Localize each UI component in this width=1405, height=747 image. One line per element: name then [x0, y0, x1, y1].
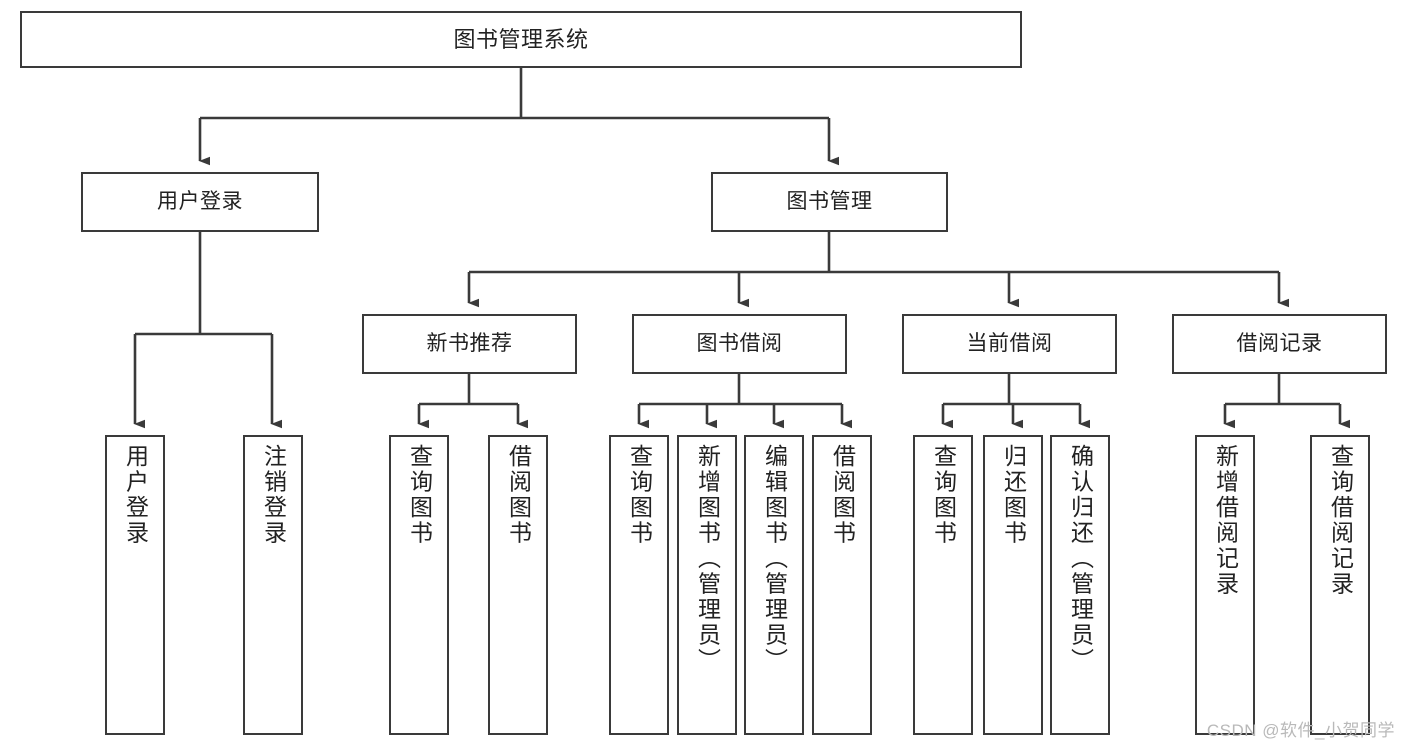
node-user-login-label: 用户登录: [157, 189, 243, 213]
node-current-borrow-label: 当前借阅: [966, 331, 1053, 355]
leaf-add-borrow-record-label: 新增借阅记录: [1212, 444, 1239, 597]
leaf-logout[interactable]: 注销登录: [243, 435, 303, 735]
node-borrow-record[interactable]: 借阅记录: [1172, 314, 1387, 374]
leaf-query-book-borrow[interactable]: 查询图书: [609, 435, 669, 735]
leaf-logout-label: 注销登录: [260, 444, 287, 546]
node-book-management[interactable]: 图书管理: [711, 172, 948, 232]
node-user-login[interactable]: 用户登录: [81, 172, 319, 232]
node-new-book-recommend-label: 新书推荐: [426, 331, 513, 355]
leaf-confirm-return-admin-label: 确认归还（管理员）: [1067, 444, 1094, 674]
node-root-label: 图书管理系统: [453, 26, 589, 52]
leaf-return-book[interactable]: 归还图书: [983, 435, 1043, 735]
leaf-query-book-current-label: 查询图书: [930, 444, 957, 546]
leaf-add-book-admin-label: 新增图书（管理员）: [694, 444, 721, 674]
node-book-borrow-label: 图书借阅: [696, 331, 783, 355]
leaf-add-book-admin[interactable]: 新增图书（管理员）: [677, 435, 737, 735]
leaf-query-book-recommend[interactable]: 查询图书: [389, 435, 449, 735]
node-borrow-record-label: 借阅记录: [1236, 331, 1323, 355]
leaf-query-borrow-record[interactable]: 查询借阅记录: [1310, 435, 1370, 735]
leaf-borrow-book-recommend-label: 借阅图书: [505, 444, 532, 546]
leaf-return-book-label: 归还图书: [1000, 444, 1027, 546]
leaf-add-borrow-record[interactable]: 新增借阅记录: [1195, 435, 1255, 735]
leaf-user-login[interactable]: 用户登录: [105, 435, 165, 735]
leaf-user-login-label: 用户登录: [122, 444, 149, 546]
node-current-borrow[interactable]: 当前借阅: [902, 314, 1117, 374]
node-new-book-recommend[interactable]: 新书推荐: [362, 314, 577, 374]
leaf-query-book-borrow-label: 查询图书: [626, 444, 653, 546]
leaf-borrow-book-label: 借阅图书: [829, 444, 856, 546]
csdn-watermark: CSDN @软件_小贺同学: [1206, 721, 1395, 740]
leaf-borrow-book-recommend[interactable]: 借阅图书: [488, 435, 548, 735]
leaf-query-book-current[interactable]: 查询图书: [913, 435, 973, 735]
node-book-borrow[interactable]: 图书借阅: [632, 314, 847, 374]
node-root[interactable]: 图书管理系统: [20, 11, 1022, 68]
leaf-query-borrow-record-label: 查询借阅记录: [1327, 444, 1354, 597]
node-book-management-label: 图书管理: [786, 189, 873, 213]
leaf-query-book-recommend-label: 查询图书: [406, 444, 433, 546]
leaf-edit-book-admin[interactable]: 编辑图书（管理员）: [744, 435, 804, 735]
leaf-borrow-book[interactable]: 借阅图书: [812, 435, 872, 735]
leaf-edit-book-admin-label: 编辑图书（管理员）: [761, 444, 788, 674]
leaf-confirm-return-admin[interactable]: 确认归还（管理员）: [1050, 435, 1110, 735]
